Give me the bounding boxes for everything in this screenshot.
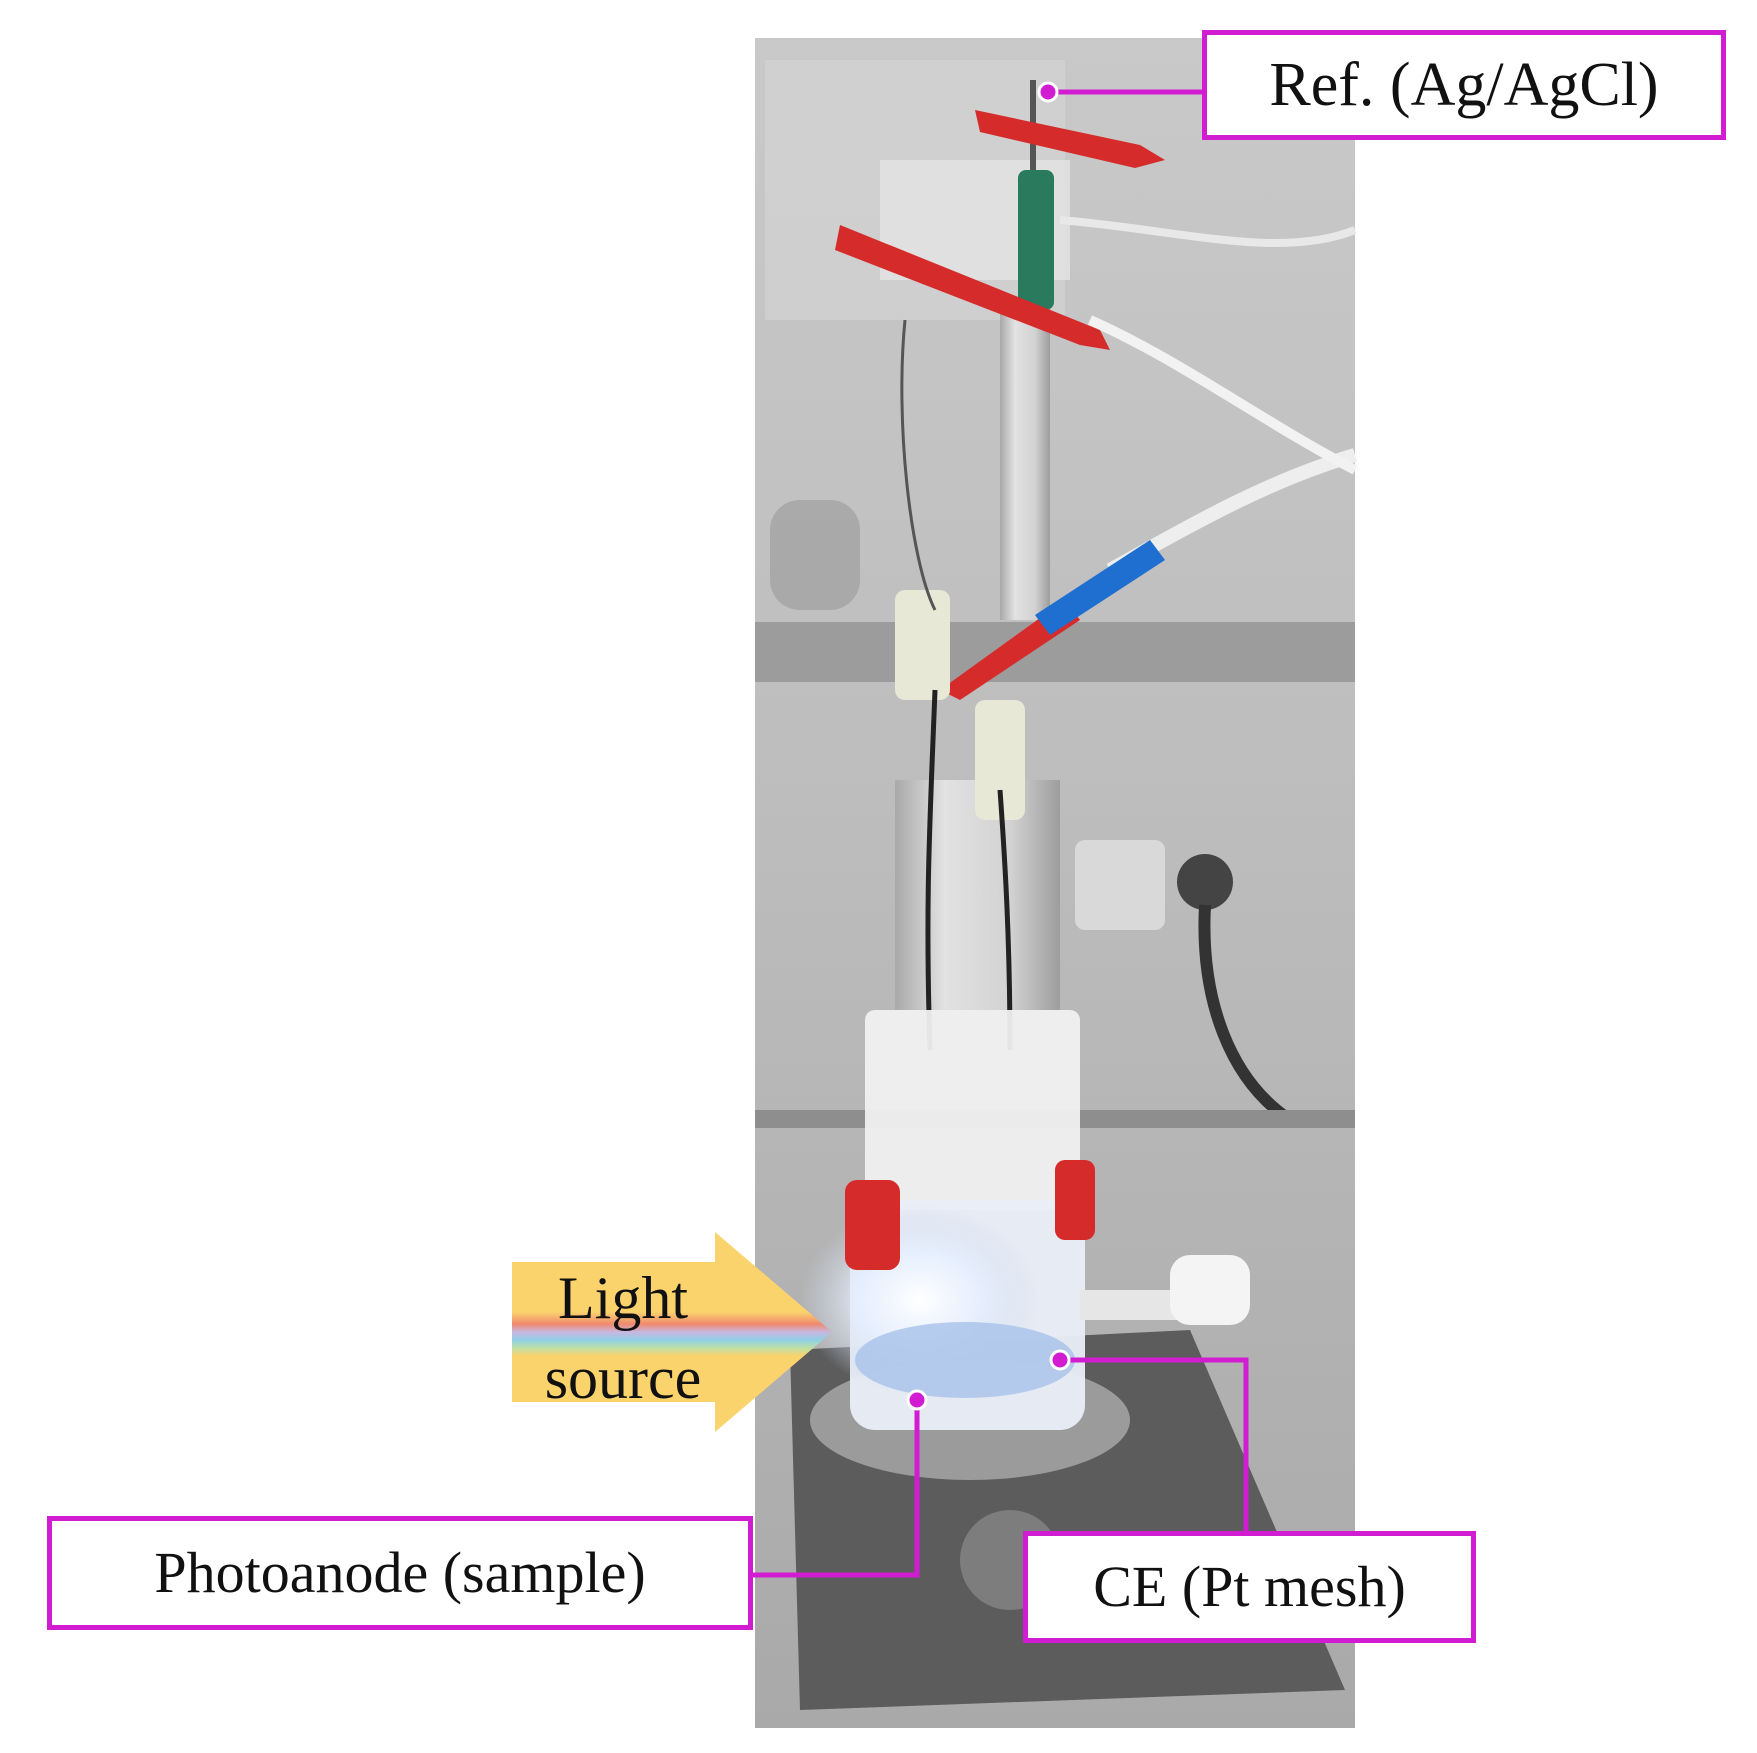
electrolyte [855,1322,1075,1398]
wall-outlet [1075,840,1165,930]
electrode-wire-2 [997,789,1013,1051]
top-red-clip [975,110,1165,168]
lab-equipment-left [770,500,860,610]
reference-body-green [1018,170,1054,310]
frosted-joint [865,1010,1080,1210]
reference-callout-dot [1037,81,1059,103]
photoanode-callout-line [753,1400,920,1578]
side-arm-cap [1170,1255,1250,1325]
photoanode-label: Photoanode (sample) [47,1516,753,1630]
light-source-arrow [512,1232,832,1432]
blue-clip [1035,540,1165,635]
white-cables-right [1087,315,1358,475]
photoanode-text: Photoanode (sample) [154,1540,646,1605]
light-source-text-line2: source [544,1345,702,1411]
left-red-clamp [845,1180,900,1270]
counter-callout-line [1060,1357,1249,1531]
callout-lines [753,89,1249,1578]
left-joint-sleeve [895,590,950,700]
reference-electrode-label: Ref. (Ag/AgCl) [1202,30,1726,140]
cell-neck [895,780,1060,1010]
middle-red-clip [835,225,1110,350]
counter-electrode-text: CE (Pt mesh) [1093,1554,1406,1619]
thin-wire [900,319,937,611]
electrode-wire-1 [925,689,938,1051]
power-plug [1177,854,1233,910]
light-source-text-line1: Light [558,1265,688,1331]
power-cable [1198,904,1294,1125]
counter-electrode-label: CE (Pt mesh) [1023,1531,1476,1643]
reference-tube [1000,300,1050,620]
grey-cables-right [1059,216,1357,247]
right-joint-sleeve [975,700,1025,820]
photoanode-callout-dot [906,1389,928,1411]
right-red-clamp [1055,1160,1095,1240]
counter-callout-dot [1049,1349,1071,1371]
reference-electrode-text: Ref. (Ag/AgCl) [1269,51,1659,119]
